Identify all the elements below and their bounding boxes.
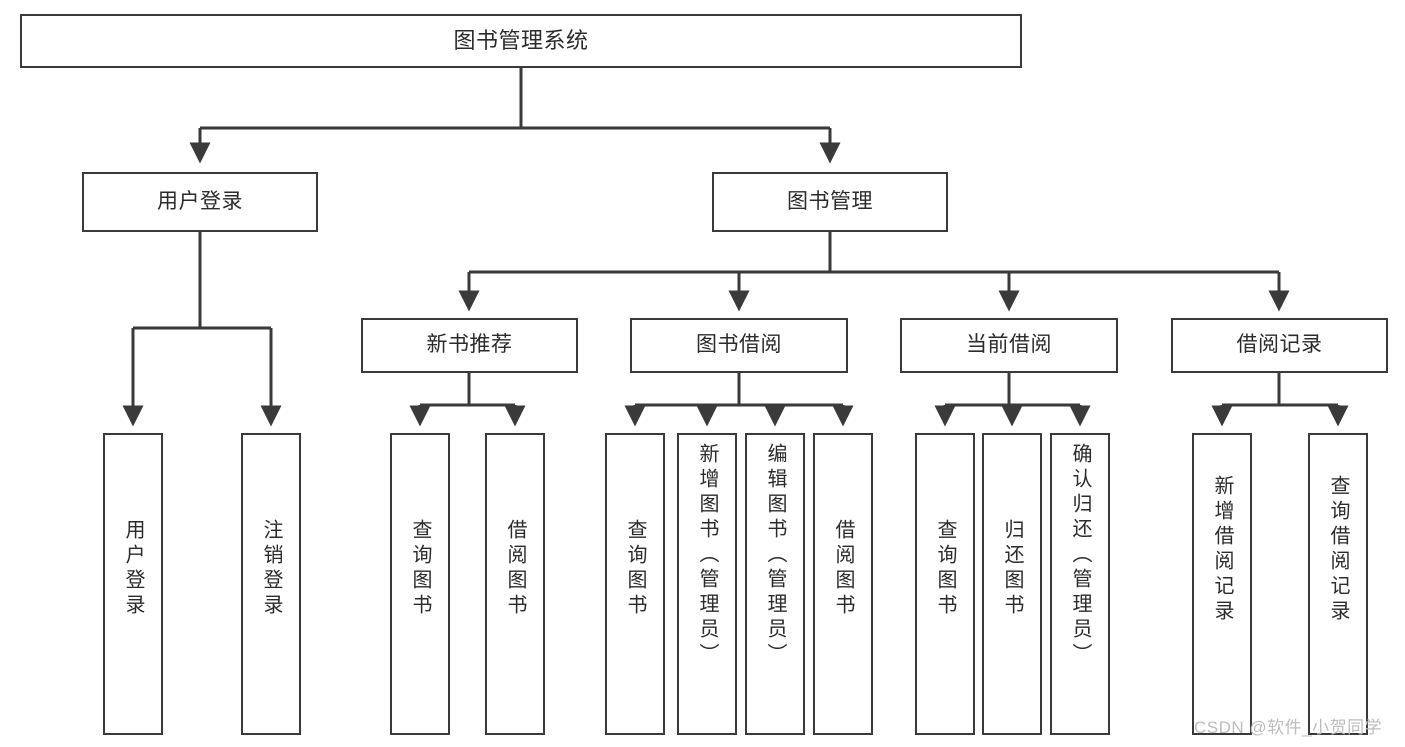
leaf-query-book-2-label: 查询图书 [624, 519, 646, 619]
node-current-borrow-label: 当前借阅 [966, 333, 1052, 357]
node-borrow-record[interactable]: 借阅记录 [1171, 318, 1388, 373]
leaf-user-login[interactable]: 用户登录 [103, 433, 163, 735]
leaf-query-record-label: 查询借阅记录 [1327, 475, 1349, 625]
leaf-borrow-book-2[interactable]: 借阅图书 [813, 433, 873, 735]
node-new-book-recommend[interactable]: 新书推荐 [361, 318, 578, 373]
leaf-edit-book[interactable]: 编辑图书（管理员） [745, 433, 805, 735]
leaf-return-book-label: 归还图书 [1001, 519, 1023, 619]
leaf-add-record[interactable]: 新增借阅记录 [1192, 433, 1252, 735]
leaf-borrow-book-1-label: 借阅图书 [504, 519, 526, 619]
leaf-add-book-label: 新增图书（管理员） [696, 443, 718, 668]
leaf-query-book-3-label: 查询图书 [934, 519, 956, 619]
connectors-user-login [122, 232, 282, 427]
node-book-management[interactable]: 图书管理 [712, 172, 948, 232]
node-book-borrow-label: 图书借阅 [696, 333, 782, 357]
leaf-add-record-label: 新增借阅记录 [1211, 475, 1233, 625]
leaf-logout-login[interactable]: 注销登录 [241, 433, 301, 735]
connectors-book-borrow [624, 373, 854, 427]
node-user-login-label: 用户登录 [157, 189, 243, 213]
connectors-borrow-record [1211, 373, 1349, 427]
leaf-user-login-label: 用户登录 [122, 519, 144, 619]
node-book-borrow[interactable]: 图书借阅 [630, 318, 848, 373]
leaf-confirm-return[interactable]: 确认归还（管理员） [1050, 433, 1110, 735]
leaf-query-book-1[interactable]: 查询图书 [390, 433, 450, 735]
leaf-add-book[interactable]: 新增图书（管理员） [677, 433, 737, 735]
node-user-login[interactable]: 用户登录 [82, 172, 318, 232]
leaf-logout-login-label: 注销登录 [260, 519, 282, 619]
connectors-root [189, 68, 841, 164]
node-current-borrow[interactable]: 当前借阅 [900, 318, 1118, 373]
leaf-query-book-1-label: 查询图书 [409, 519, 431, 619]
node-borrow-record-label: 借阅记录 [1236, 333, 1323, 357]
node-book-management-label: 图书管理 [787, 189, 873, 213]
leaf-query-book-3[interactable]: 查询图书 [915, 433, 975, 735]
leaf-borrow-book-2-label: 借阅图书 [832, 519, 854, 619]
connectors-current-borrow [934, 373, 1091, 427]
leaf-confirm-return-label: 确认归还（管理员） [1069, 443, 1091, 668]
connectors-new-book-recommend [409, 373, 526, 427]
node-new-book-recommend-label: 新书推荐 [426, 333, 513, 357]
leaf-query-record[interactable]: 查询借阅记录 [1308, 433, 1368, 735]
node-root-system[interactable]: 图书管理系统 [20, 14, 1022, 68]
leaf-edit-book-label: 编辑图书（管理员） [764, 443, 786, 668]
connectors-book-management [458, 232, 1290, 312]
leaf-query-book-2[interactable]: 查询图书 [605, 433, 665, 735]
leaf-return-book[interactable]: 归还图书 [982, 433, 1042, 735]
node-root-system-label: 图书管理系统 [453, 28, 589, 54]
leaf-borrow-book-1[interactable]: 借阅图书 [485, 433, 545, 735]
